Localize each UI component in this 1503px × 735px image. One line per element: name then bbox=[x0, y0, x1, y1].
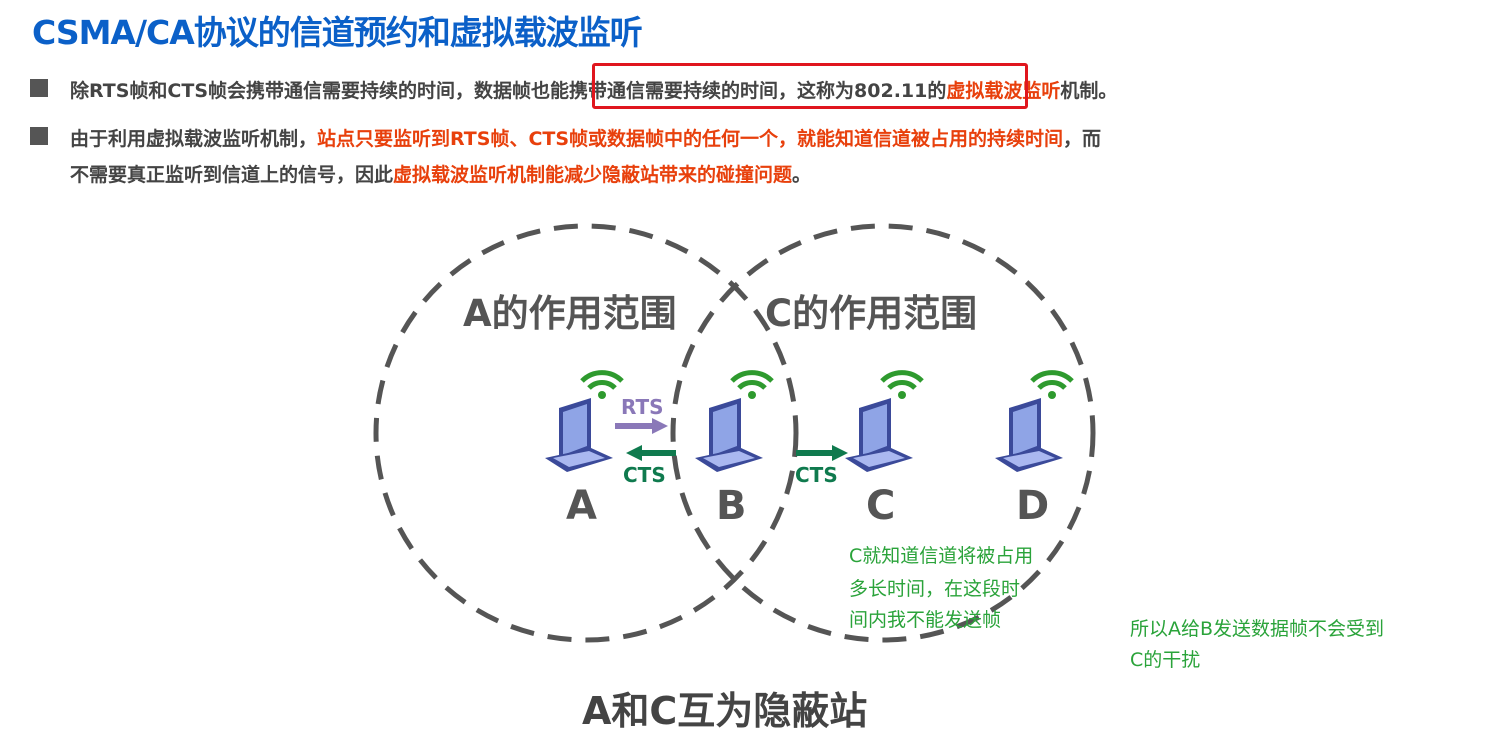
bullet-text-2: 由于利用虚拟载波监听机制，站点只要监听到RTS帧、CTS帧或数据帧中的任何一个，… bbox=[70, 124, 1101, 151]
wifi-icon bbox=[582, 373, 622, 399]
text: 由于利用虚拟载波监听机制， bbox=[70, 128, 318, 150]
note-line: C就知道信道将被占用 bbox=[849, 545, 1034, 567]
text: 机制。 bbox=[1060, 80, 1118, 102]
station-label-a: A bbox=[566, 483, 597, 529]
range-circle-a bbox=[373, 223, 799, 643]
page-title: CSMA/CA协议的信道预约和虚拟载波监听 bbox=[32, 13, 643, 52]
station-label-c: C bbox=[866, 483, 896, 529]
note-line: 多长时间，在这段时 bbox=[849, 578, 1021, 600]
highlight-text: 虚拟载波监听 bbox=[946, 80, 1061, 102]
diagram-caption: A和C互为隐蔽站 bbox=[582, 689, 868, 733]
cts-label: CTS bbox=[795, 463, 838, 487]
note-line: C的干扰 bbox=[1130, 649, 1201, 671]
station-label-d: D bbox=[1016, 483, 1050, 529]
text: 。 bbox=[792, 164, 812, 186]
rts-label: RTS bbox=[621, 395, 664, 419]
range-label-c: C的作用范围 bbox=[765, 292, 978, 335]
wifi-icon bbox=[732, 373, 772, 399]
highlight-box bbox=[592, 63, 1028, 109]
cts-label: CTS bbox=[623, 463, 666, 487]
cts-arrow-to-c bbox=[796, 445, 848, 461]
note-line: 间内我不能发送帧 bbox=[849, 609, 1002, 631]
text: ，而 bbox=[1063, 128, 1102, 150]
highlight-text: 虚拟载波监听机制能减少隐蔽站带来的碰撞问题 bbox=[393, 164, 793, 186]
wifi-icon bbox=[882, 373, 922, 399]
text: 这称为802.11的 bbox=[797, 80, 947, 102]
range-circle-c bbox=[670, 223, 1096, 643]
bullet-text-1: 除RTS帧和CTS帧会携带通信需要持续的时间，数据帧也能携带通信需要持续的时间，… bbox=[70, 76, 1117, 103]
wifi-icon bbox=[1032, 373, 1072, 399]
rts-arrow bbox=[615, 418, 668, 434]
range-label-a: A的作用范围 bbox=[463, 292, 677, 335]
station-label-b: B bbox=[716, 483, 747, 529]
bullet-icon bbox=[30, 127, 48, 145]
laptop-icon bbox=[845, 398, 913, 472]
note-line: 所以A给B发送数据帧不会受到 bbox=[1130, 618, 1385, 640]
cts-arrow-to-a bbox=[626, 445, 676, 461]
text: 除RTS帧和CTS帧会携带通信需要持续的时间， bbox=[70, 80, 475, 102]
text: 不需要真正监听到信道上的信号，因此 bbox=[70, 164, 394, 186]
bullet-icon bbox=[30, 79, 48, 97]
laptop-icon bbox=[695, 398, 763, 472]
boxed-text: 数据帧也能携带通信需要持续的时间， bbox=[474, 80, 798, 102]
bullet-text-2-line2: 不需要真正监听到信道上的信号，因此虚拟载波监听机制能减少隐蔽站带来的碰撞问题。 bbox=[70, 160, 811, 187]
laptop-icon bbox=[545, 398, 613, 472]
highlight-text: 站点只要监听到RTS帧、CTS帧或数据帧中的任何一个，就能知道信道被占用的持续时… bbox=[317, 128, 1064, 150]
laptop-icon bbox=[995, 398, 1063, 472]
